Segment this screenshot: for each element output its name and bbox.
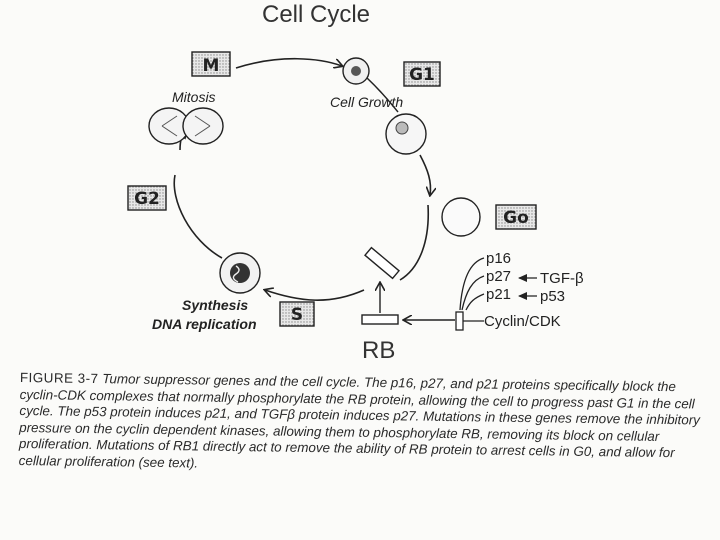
arrow-growth-to-g0: [419, 154, 431, 195]
arrow-g1-to-growth: [365, 76, 399, 113]
p16-label: p16: [486, 250, 511, 267]
growing-cell: [385, 113, 427, 155]
mitosis-label: Mitosis: [172, 89, 216, 105]
phase-g1-label: G1: [409, 65, 435, 85]
g0-cell: [441, 197, 481, 237]
phase-m-label: M: [203, 56, 220, 76]
cyclin-cdk-label: Cyclin/CDK: [484, 313, 561, 330]
rb-label: RB: [362, 337, 395, 364]
arrow-m-to-g1: [235, 57, 342, 69]
phase-g2-box: [127, 185, 167, 211]
figure-number: FIGURE 3-7: [19, 370, 99, 387]
p27-inhibit-line: [461, 275, 485, 311]
restriction-block: [364, 246, 400, 280]
g1-nucleus: [351, 66, 361, 76]
spindle-icon: [161, 115, 211, 137]
p16-inhibit-line: [459, 257, 485, 311]
phase-s-box: [279, 301, 315, 327]
figure-caption-text: Tumor suppressor genes and the cell cycl…: [18, 371, 701, 471]
p53-label: p53: [540, 288, 565, 305]
cyclin-cdk-marker: [455, 311, 464, 331]
phase-g0-label: Go: [503, 208, 529, 228]
phase-g0-box: [495, 204, 537, 230]
figure-caption: FIGURE 3-7 Tumor suppressor genes and th…: [19, 370, 710, 479]
chromosome-icon: [232, 265, 240, 283]
phase-m-box: [191, 51, 231, 77]
cell-growth-label: Cell Growth: [330, 94, 403, 110]
dna-replication-label: DNA replication: [152, 316, 257, 332]
phase-g2-label: G2: [134, 189, 160, 209]
diagram-title: Cell Cycle: [262, 1, 370, 28]
arc-g0-to-restriction: [399, 204, 430, 281]
synthesis-label: Synthesis: [182, 297, 248, 313]
tgf-beta-label: TGF-β: [540, 270, 584, 287]
arc-s-to-g2: [173, 174, 223, 259]
p21-label: p21: [486, 286, 511, 303]
growing-cell-nucleus: [395, 121, 409, 135]
phase-s-label: S: [291, 305, 303, 325]
arrow-restriction-to-s: [265, 290, 365, 301]
rb-protein-bar: [361, 314, 399, 325]
s-phase-nucleus: [230, 263, 250, 283]
p21-inhibit-line: [465, 293, 485, 311]
p27-label: p27: [486, 268, 511, 285]
phase-g1-box: [403, 61, 441, 87]
dividing-cell-right: [182, 107, 224, 145]
